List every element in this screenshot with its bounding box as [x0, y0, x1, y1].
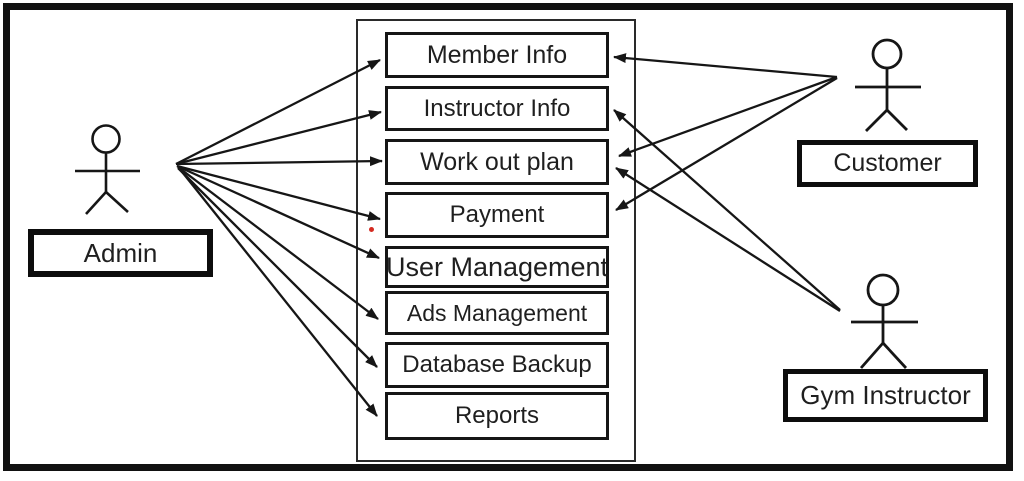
usecase-label: Instructor Info [423, 94, 571, 122]
usecase-label: Work out plan [420, 147, 574, 176]
actor-label-text: Customer [833, 149, 942, 177]
usecase-label: Member Info [426, 40, 568, 69]
usecase-work-out-plan: Work out plan [385, 139, 609, 185]
usecase-label: Reports [454, 402, 540, 429]
actor-label-text: Gym Instructor [800, 380, 971, 410]
actor-label-customer: Customer [797, 140, 978, 187]
usecase-label: User Management [385, 251, 609, 282]
actor-label-admin: Admin [28, 229, 213, 277]
usecase-label: Ads Management [406, 299, 588, 326]
actor-label-gym-instructor: Gym Instructor [783, 369, 988, 422]
usecase-reports: Reports [385, 392, 609, 440]
usecase-label: Database Backup [402, 351, 592, 378]
usecase-database-backup: Database Backup [385, 342, 609, 388]
usecase-label: Payment [449, 201, 545, 228]
usecase-user-management: User Management [385, 246, 609, 288]
stray-red-dot [369, 227, 374, 232]
usecase-instructor-info: Instructor Info [385, 86, 609, 131]
usecase-member-info: Member Info [385, 32, 609, 78]
actor-label-text: Admin [83, 237, 158, 268]
usecase-ads-management: Ads Management [385, 291, 609, 335]
usecase-payment: Payment [385, 192, 609, 238]
diagram-border [3, 3, 1013, 471]
